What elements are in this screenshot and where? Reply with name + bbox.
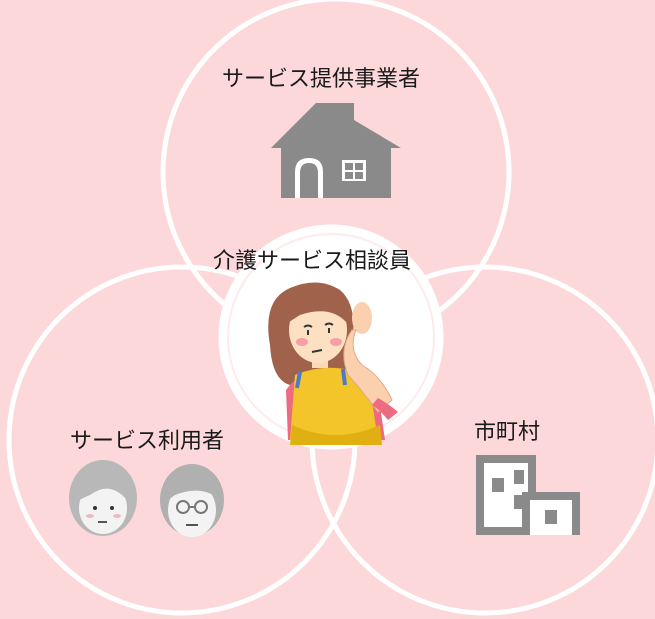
building-icon — [476, 455, 580, 535]
elderly-couple-illustration — [69, 460, 224, 537]
municipality-label: 市町村 — [474, 420, 541, 445]
house-icon — [271, 103, 401, 198]
provider-label: サービス提供事業者 — [222, 67, 421, 92]
listening-counselor-illustration — [268, 282, 398, 445]
counselor-label: 介護サービス相談員 — [213, 249, 412, 274]
user-label: サービス利用者 — [70, 429, 225, 454]
